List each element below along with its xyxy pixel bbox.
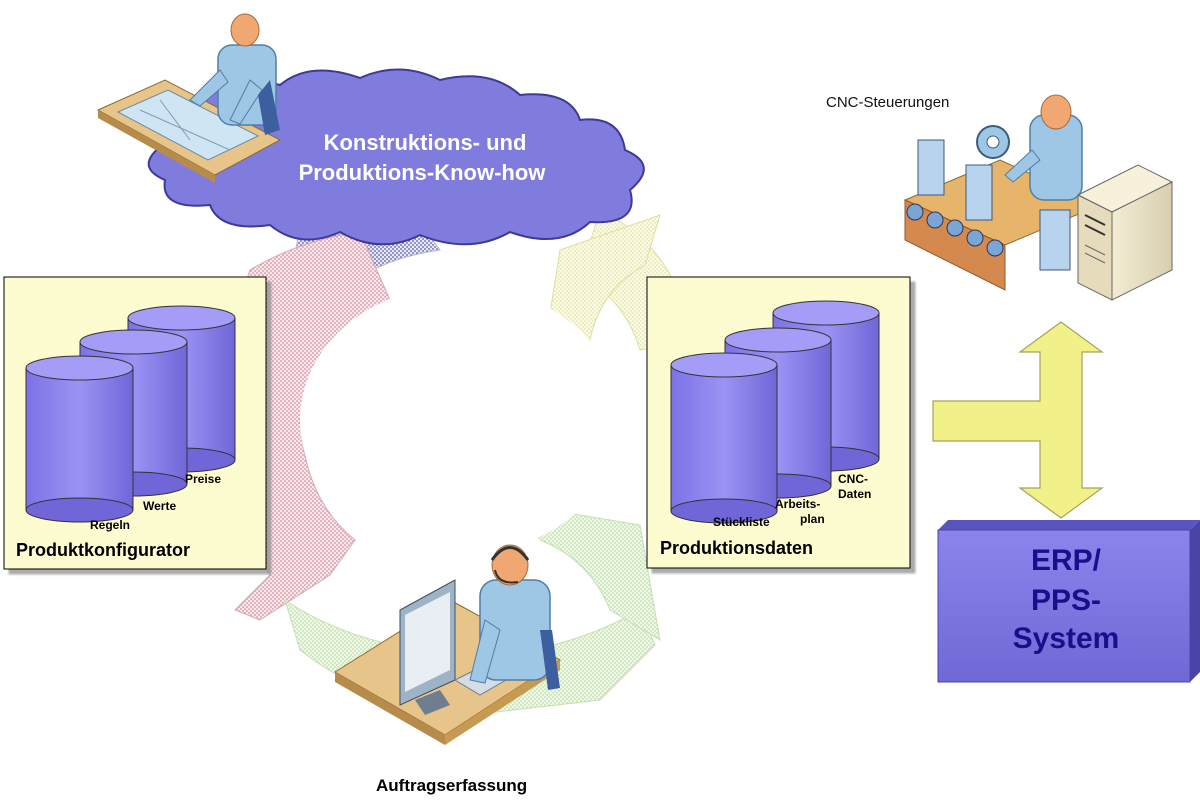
cnc-steuerungen-label: CNC-Steuerungen bbox=[826, 94, 950, 111]
database-label-preise: Preise bbox=[185, 472, 222, 486]
database-label-cnc-daten-1: CNC- bbox=[838, 472, 868, 486]
cycle-arrow-bottom-head bbox=[519, 504, 661, 641]
database-regeln-icon bbox=[25, 355, 134, 523]
operator-headset-icon bbox=[334, 544, 561, 745]
auftragserfassung-label: Auftragserfassung bbox=[376, 776, 528, 795]
database-stueckliste-icon bbox=[670, 352, 778, 524]
produktionsdaten-databases bbox=[670, 300, 880, 524]
erp-title-line1: ERP/ bbox=[1030, 544, 1102, 577]
database-label-stueckliste: Stückliste bbox=[713, 515, 770, 529]
erp-pps-box bbox=[937, 520, 1200, 683]
cycle-arrow-right-head bbox=[544, 214, 661, 346]
cycle-center bbox=[300, 285, 620, 555]
database-label-cnc-daten-2: Daten bbox=[838, 487, 872, 501]
cnc-machine-icon bbox=[903, 94, 1102, 291]
server-icon bbox=[1076, 164, 1174, 301]
database-label-arbeitsplan-2: plan bbox=[800, 512, 825, 526]
konfigurator-databases bbox=[25, 305, 236, 523]
designer-person-icon bbox=[96, 13, 282, 183]
erp-title-line2: PPS- bbox=[1030, 584, 1102, 617]
erp-connection-arrow bbox=[932, 321, 1104, 519]
erp-title-line3: System bbox=[1012, 622, 1120, 655]
cloud-title-line1: Konstruktions- und bbox=[323, 130, 527, 155]
database-label-regeln: Regeln bbox=[90, 518, 131, 532]
produktionsdaten-title: Produktionsdaten bbox=[660, 538, 814, 558]
database-label-werte: Werte bbox=[143, 499, 177, 513]
database-label-arbeitsplan-1: Arbeits- bbox=[775, 497, 821, 511]
produktkonfigurator-title: Produktkonfigurator bbox=[16, 540, 190, 560]
cloud-title-line2: Produktions-Know-how bbox=[298, 160, 546, 185]
